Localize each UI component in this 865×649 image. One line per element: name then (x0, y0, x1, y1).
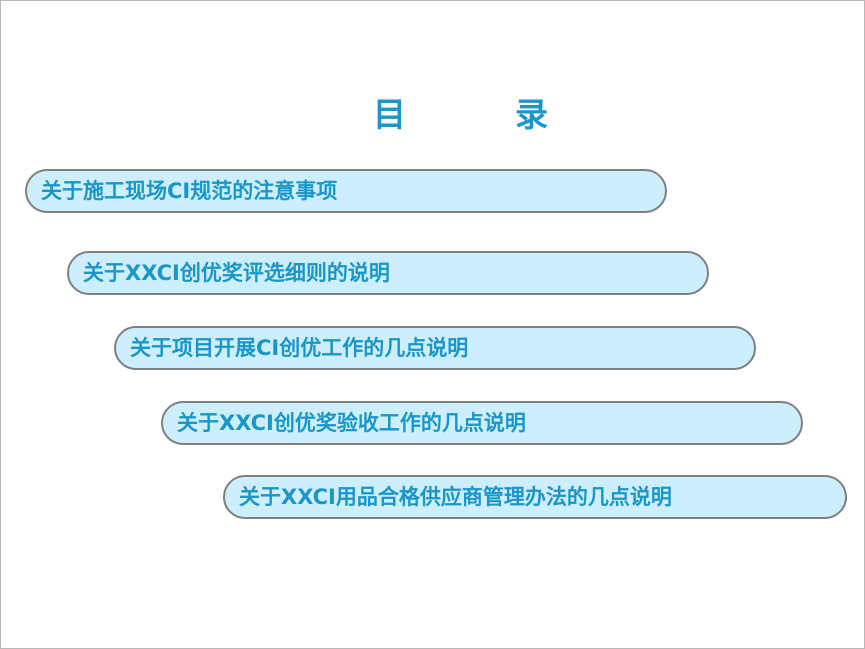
toc-item-2[interactable]: 关于XXCI创优奖评选细则的说明 (67, 251, 709, 295)
page-title: 目 录 (1, 93, 864, 137)
toc-item-5[interactable]: 关于XXCI用品合格供应商管理办法的几点说明 (223, 475, 847, 519)
toc-item-label: 关于XXCI用品合格供应商管理办法的几点说明 (239, 484, 672, 509)
toc-item-label: 关于XXCI创优奖评选细则的说明 (83, 260, 390, 285)
toc-item-label: 关于项目开展CI创优工作的几点说明 (130, 335, 469, 360)
toc-item-4[interactable]: 关于XXCI创优奖验收工作的几点说明 (161, 401, 803, 445)
toc-item-1[interactable]: 关于施工现场CI规范的注意事项 (25, 169, 667, 213)
toc-item-3[interactable]: 关于项目开展CI创优工作的几点说明 (114, 326, 756, 370)
toc-item-label: 关于施工现场CI规范的注意事项 (41, 178, 338, 203)
title-char-2: 录 (515, 95, 548, 134)
toc-item-label: 关于XXCI创优奖验收工作的几点说明 (177, 410, 526, 435)
title-char-1: 目 (373, 95, 406, 134)
